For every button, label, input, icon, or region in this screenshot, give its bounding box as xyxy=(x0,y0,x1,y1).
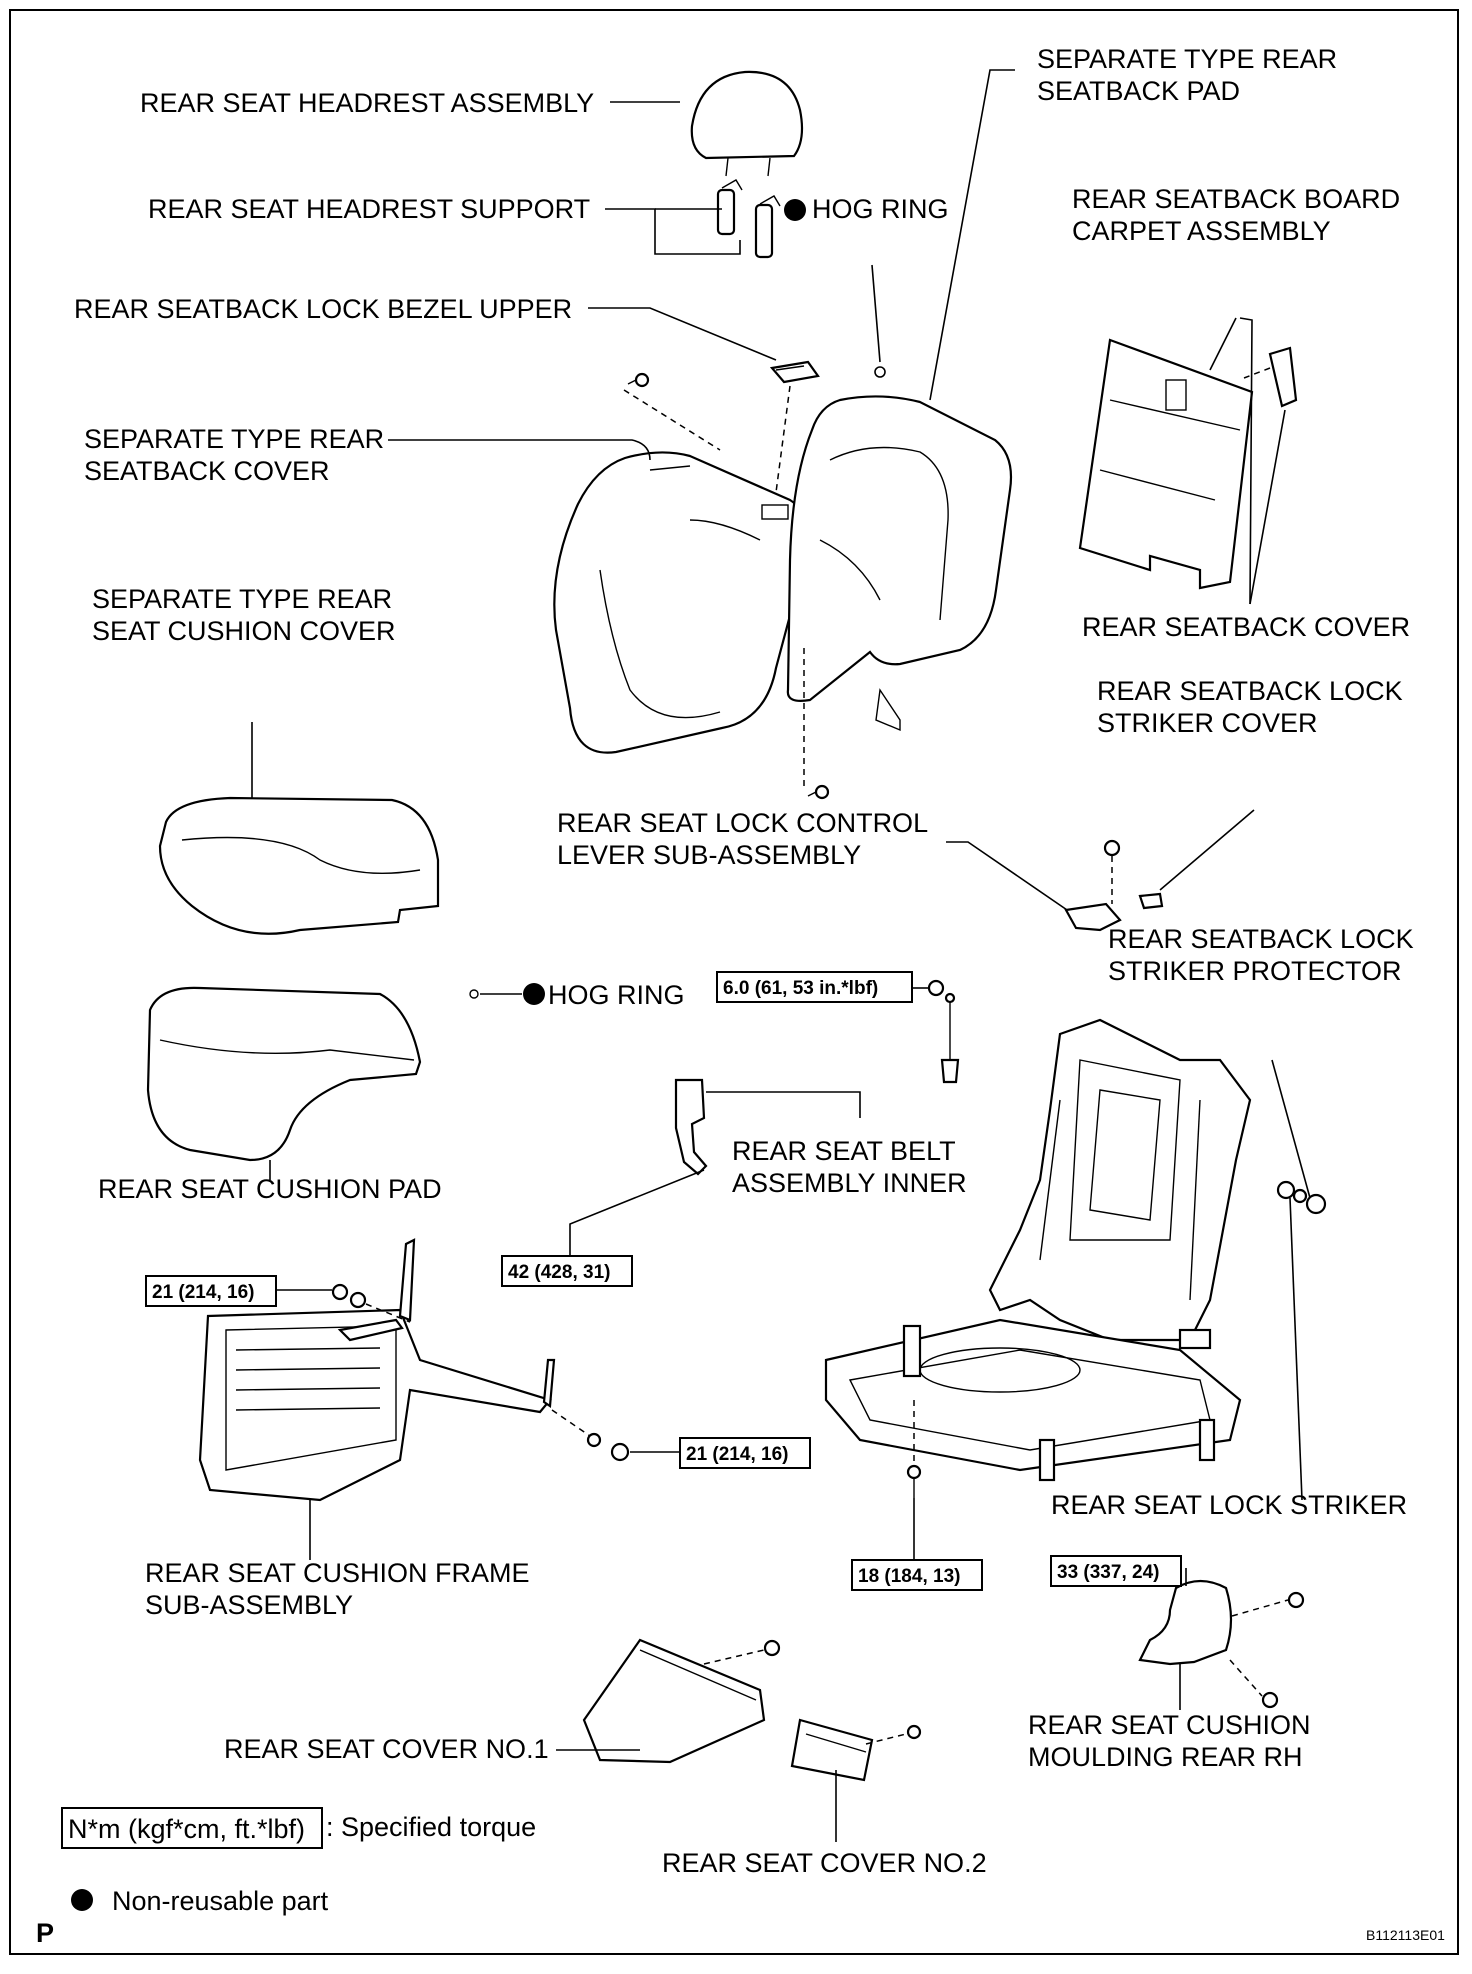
label-board-carpet-l2: CARPET ASSEMBLY xyxy=(1072,216,1331,246)
svg-text:33 (337, 24): 33 (337, 24) xyxy=(1057,1562,1159,1583)
rear-seat-belt-inner-part xyxy=(674,1078,708,1176)
label-lock-control-l1: REAR SEAT LOCK CONTROL xyxy=(557,808,928,838)
legend-torque: N*m (kgf*cm, ft.*lbf) : Specified torque xyxy=(61,1807,536,1849)
legend-torque-text: : Specified torque xyxy=(326,1812,536,1842)
svg-text:42 (428, 31): 42 (428, 31) xyxy=(508,1262,610,1283)
leader-striker-cap xyxy=(1271,1059,1311,1199)
leader-lock-striker xyxy=(1289,1197,1303,1501)
label-cover-no2: REAR SEAT COVER NO.2 xyxy=(662,1848,987,1878)
leader-rear-seatback-cover xyxy=(1249,409,1286,605)
leader-lock-bezel-upper xyxy=(588,307,777,361)
dashed-install-line xyxy=(623,389,721,451)
rear-seat-cover-no1-part xyxy=(582,1638,781,1764)
screw-icon xyxy=(627,372,650,388)
torque-box-42: 42 (428, 31) xyxy=(501,1255,633,1287)
nonreusable-dot-icon xyxy=(71,1889,93,1911)
label-striker-cover-l2: STRIKER COVER xyxy=(1097,708,1318,738)
rear-seat-cover-no2-part xyxy=(790,1718,922,1782)
label-rear-seatback-cover: REAR SEATBACK COVER xyxy=(1082,612,1410,642)
label-hog-ring-mid: HOG RING xyxy=(548,980,685,1010)
leader-torque-42 xyxy=(569,1169,705,1256)
legend-nonreusable-text: Non-reusable part xyxy=(112,1886,329,1916)
screw-icon xyxy=(807,784,830,800)
bolt-21a-part xyxy=(331,1283,411,1323)
torque-box-33: 33 (337, 24) xyxy=(1050,1555,1182,1587)
rear-seatback-lock-striker-protector-part xyxy=(1064,839,1122,932)
torque-box-21a: 21 (214, 16) xyxy=(145,1275,277,1307)
rear-seat-frame-assembly-part xyxy=(824,1018,1252,1482)
separate-type-rear-seat-cushion-cover-part xyxy=(158,796,440,935)
bolt-18-part xyxy=(906,1400,922,1498)
label-striker-cover-l1: REAR SEATBACK LOCK xyxy=(1097,676,1403,706)
torque-box-21b: 21 (214, 16) xyxy=(679,1437,811,1469)
leader-board-carpet xyxy=(1209,317,1237,371)
label-striker-protector-l1: REAR SEATBACK LOCK xyxy=(1108,924,1414,954)
torque-box-6: 6.0 (61, 53 in.*lbf) xyxy=(716,971,913,1003)
label-seatback-cover-sep-l2: SEATBACK COVER xyxy=(84,456,330,486)
figure-code: B112113E01 xyxy=(1366,1927,1445,1943)
label-seatback-pad-l2: SEATBACK PAD xyxy=(1037,76,1240,106)
hog-ring-icon xyxy=(871,264,886,378)
label-striker-protector-l2: STRIKER PROTECTOR xyxy=(1108,956,1402,986)
rear-seatback-lock-striker-cover-part xyxy=(1138,892,1164,910)
label-board-carpet-l1: REAR SEATBACK BOARD xyxy=(1072,184,1400,214)
label-cushion-frame-l2: SUB-ASSEMBLY xyxy=(145,1590,353,1620)
lock-striker-bolt-part xyxy=(1276,1180,1327,1215)
dashed-install-line-2 xyxy=(774,385,791,501)
separate-type-rear-seatback-cover-part xyxy=(553,451,810,754)
diagram-frame xyxy=(9,9,1459,1955)
rear-seat-cushion-pad-part xyxy=(146,986,422,1162)
leader-striker-cover xyxy=(1159,809,1255,891)
dashed-install-line-3 xyxy=(1243,367,1271,379)
headrest-assembly-part xyxy=(690,70,804,177)
hog-ring-mid-marker xyxy=(469,983,545,1005)
svg-text:6.0 (61, 53 in.*lbf): 6.0 (61, 53 in.*lbf) xyxy=(723,978,878,999)
legend-torque-box-text: N*m (kgf*cm, ft.*lbf) xyxy=(68,1814,305,1844)
hog-ring-non-reusable-marker xyxy=(784,199,806,221)
leader-seatback-cover-line xyxy=(1239,317,1253,605)
label-cushion-frame-l1: REAR SEAT CUSHION FRAME xyxy=(145,1558,530,1588)
leader-seatback-cover-sep xyxy=(388,439,651,461)
bolt-21b-part xyxy=(551,1409,630,1462)
label-headrest-support: REAR SEAT HEADREST SUPPORT xyxy=(148,194,590,224)
leader-lock-control-lever xyxy=(946,841,1071,913)
rear-seatback-board-carpet-part xyxy=(1078,338,1298,590)
legend-torque-box xyxy=(61,1807,323,1849)
leader-seatback-pad xyxy=(929,69,1015,401)
lock-control-cable-part xyxy=(927,979,960,1084)
label-seatback-pad-l1: SEPARATE TYPE REAR xyxy=(1037,44,1337,74)
label-belt-inner-l2: ASSEMBLY INNER xyxy=(732,1168,967,1198)
lock-bezel-upper-part xyxy=(769,360,820,384)
label-hog-ring-top: HOG RING xyxy=(812,194,949,224)
leader-headrest-support xyxy=(605,208,741,255)
label-moulding-l1: REAR SEAT CUSHION xyxy=(1028,1710,1311,1740)
rear-seat-cushion-frame-part xyxy=(198,1238,556,1502)
label-cushion-cover-l1: SEPARATE TYPE REAR xyxy=(92,584,392,614)
leader-belt-inner xyxy=(706,1091,861,1118)
svg-text:18 (184, 13): 18 (184, 13) xyxy=(858,1566,960,1587)
label-lock-bezel-upper: REAR SEATBACK LOCK BEZEL UPPER xyxy=(74,294,572,324)
svg-text:21 (214, 16): 21 (214, 16) xyxy=(686,1444,788,1465)
torque-box-18: 18 (184, 13) xyxy=(851,1559,983,1591)
label-cushion-cover-l2: SEAT CUSHION COVER xyxy=(92,616,396,646)
label-lock-striker: REAR SEAT LOCK STRIKER xyxy=(1051,1490,1407,1520)
label-belt-inner-l1: REAR SEAT BELT xyxy=(732,1136,956,1166)
label-cushion-pad: REAR SEAT CUSHION PAD xyxy=(98,1174,442,1204)
rear-seat-cushion-moulding-rh-part xyxy=(1138,1579,1305,1709)
corner-letter: P xyxy=(36,1918,54,1948)
separate-type-rear-seatback-pad-part xyxy=(786,395,1013,732)
label-moulding-l2: MOULDING REAR RH xyxy=(1028,1742,1303,1772)
headrest-support-part xyxy=(716,179,781,259)
legend-nonreusable: Non-reusable part xyxy=(71,1886,329,1916)
label-seatback-cover-sep-l1: SEPARATE TYPE REAR xyxy=(84,424,384,454)
label-lock-control-l2: LEVER SUB-ASSEMBLY xyxy=(557,840,861,870)
label-headrest-assembly: REAR SEAT HEADREST ASSEMBLY xyxy=(140,88,594,118)
label-cover-no1: REAR SEAT COVER NO.1 xyxy=(224,1734,549,1764)
svg-text:21 (214, 16): 21 (214, 16) xyxy=(152,1282,254,1303)
